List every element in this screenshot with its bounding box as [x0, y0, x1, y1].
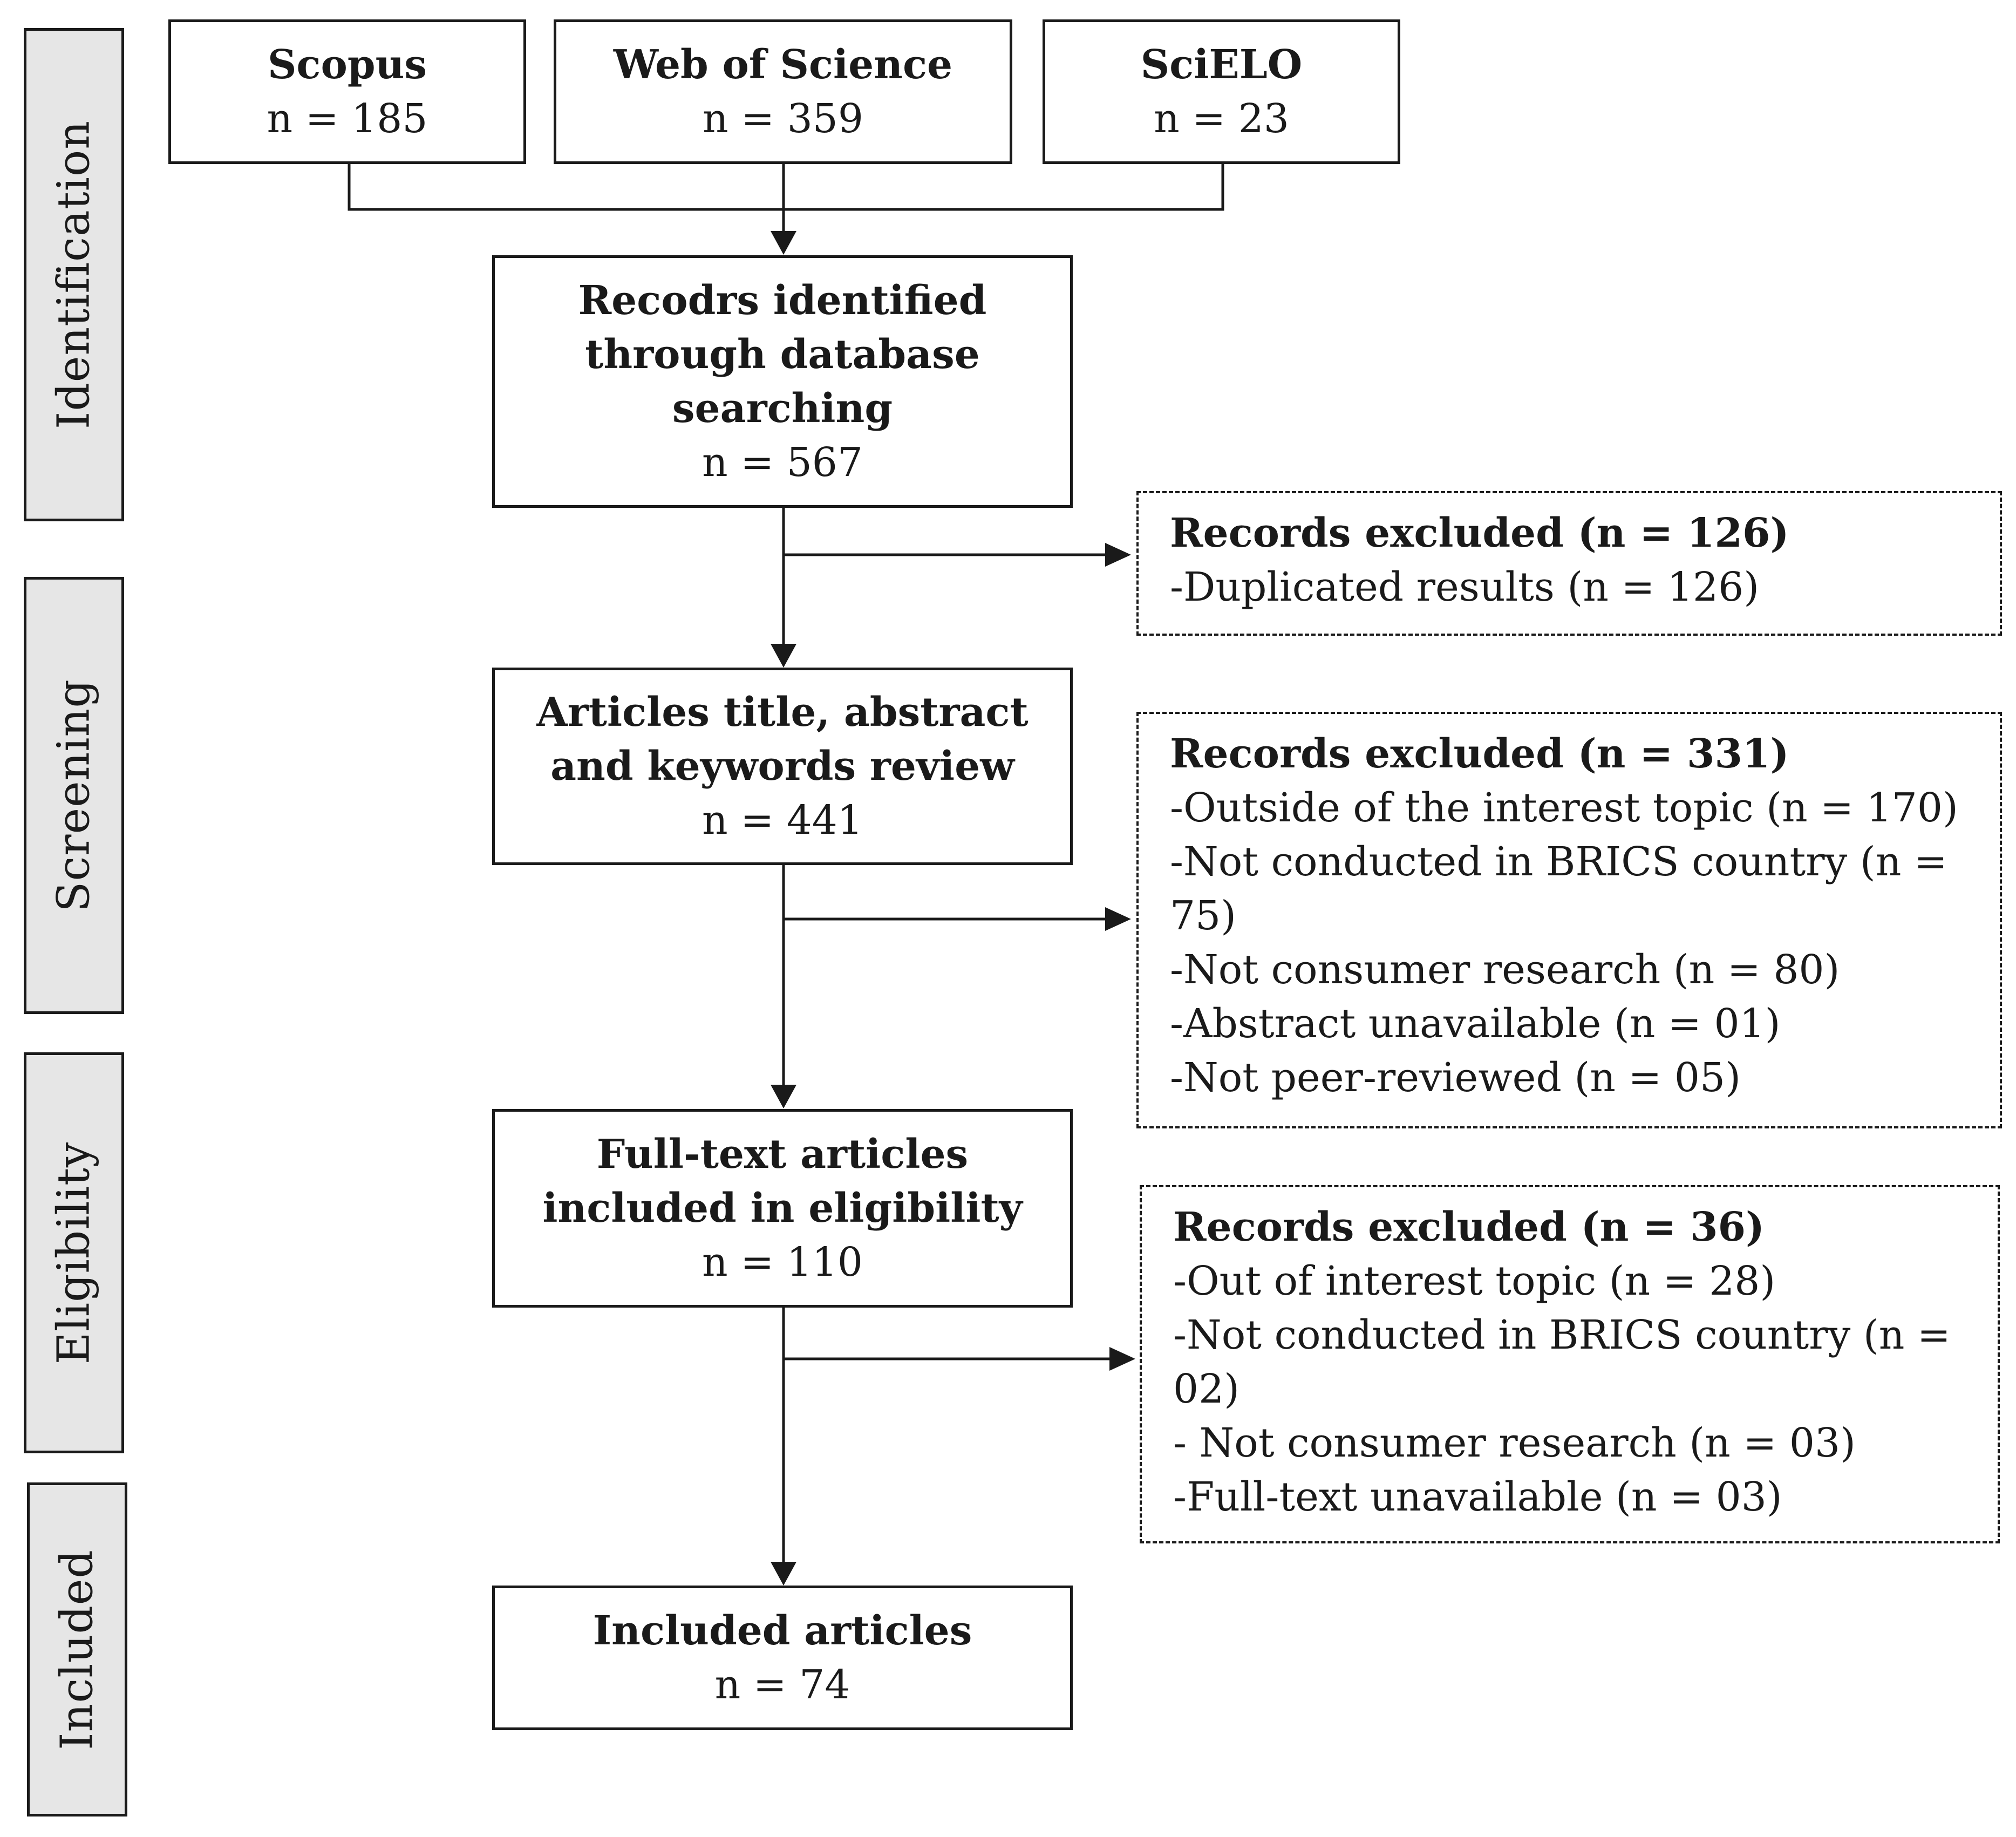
- exclusion-item: -Full-text unavailable (n = 03): [1173, 1474, 1782, 1520]
- exclusion-item: -Outside of the interest topic (n = 170): [1170, 785, 1958, 831]
- exclusion-heading: Records excluded (n = 331): [1170, 731, 1789, 777]
- stage-label: Screening: [48, 679, 100, 912]
- arrowhead-to-exclusion-3: [1109, 1347, 1135, 1371]
- exclusion-item: -Not conducted in BRICS country (n =: [1173, 1312, 1951, 1358]
- exclusion-item: -Not consumer research (n = 80): [1170, 947, 1840, 993]
- source-name: SciELO: [1140, 42, 1303, 88]
- source-box-scopus: Scopus n = 185: [168, 19, 526, 164]
- arrowhead-to-included: [771, 1562, 796, 1586]
- box-records-identified: Recodrs identified through database sear…: [492, 255, 1073, 508]
- arrowhead-to-identified: [771, 231, 796, 255]
- box-title-line: Full-text articles: [596, 1131, 969, 1178]
- source-count: n = 185: [267, 96, 428, 142]
- box-title-line: and keywords review: [550, 743, 1014, 790]
- box-title-line: through database: [585, 331, 980, 378]
- arrowhead-to-exclusion-2: [1105, 907, 1131, 931]
- stage-label: Included: [51, 1549, 103, 1750]
- box-title-line: searching: [672, 385, 893, 432]
- exclusion-item: -Not conducted in BRICS country (n =: [1170, 839, 1947, 885]
- box-count: n = 567: [702, 439, 863, 486]
- source-box-scielo: SciELO n = 23: [1043, 19, 1400, 164]
- arrowhead-to-exclusion-1: [1105, 543, 1131, 567]
- stage-label: Eligibility: [48, 1141, 100, 1364]
- arrowhead-to-eligibility: [771, 1085, 796, 1108]
- box-title-line: Articles title, abstract: [536, 689, 1029, 736]
- box-screening-review: Articles title, abstract and keywords re…: [492, 668, 1073, 865]
- box-count: n = 74: [714, 1662, 850, 1708]
- stage-included: Included: [27, 1482, 127, 1816]
- box-included-articles: Included articles n = 74: [492, 1586, 1073, 1730]
- source-box-web-of-science: Web of Science n = 359: [554, 19, 1012, 164]
- stage-eligibility: Eligibility: [24, 1052, 124, 1453]
- box-count: n = 441: [702, 797, 863, 843]
- exclusion-heading: Records excluded (n = 36): [1173, 1204, 1765, 1250]
- exclusion-box-duplicates: Records excluded (n = 126) -Duplicated r…: [1136, 491, 2002, 636]
- source-count: n = 359: [703, 96, 863, 142]
- exclusion-item: -Out of interest topic (n = 28): [1173, 1258, 1776, 1304]
- box-count: n = 110: [702, 1239, 863, 1285]
- box-title-line: included in eligibility: [542, 1185, 1023, 1232]
- stage-label: Identification: [48, 120, 100, 430]
- merge-line: [348, 163, 1224, 211]
- source-name: Scopus: [267, 42, 427, 88]
- box-title-line: Included articles: [592, 1608, 972, 1654]
- exclusion-box-eligibility: Records excluded (n = 36) -Out of intere…: [1140, 1185, 2000, 1543]
- source-name: Web of Science: [613, 42, 953, 88]
- exclusion-item-continuation: 75): [1170, 893, 1237, 939]
- exclusion-item: -Duplicated results (n = 126): [1170, 564, 1760, 610]
- exclusion-item-continuation: 02): [1173, 1366, 1240, 1412]
- box-title-line: Recodrs identified: [578, 277, 987, 324]
- arrowhead-to-screening: [771, 644, 796, 668]
- exclusion-item: -Abstract unavailable (n = 01): [1170, 1001, 1781, 1047]
- stage-screening: Screening: [24, 577, 124, 1014]
- exclusion-box-screening: Records excluded (n = 331) -Outside of t…: [1136, 712, 2002, 1128]
- stage-identification: Identification: [24, 28, 124, 521]
- exclusion-item: - Not consumer research (n = 03): [1173, 1420, 1856, 1466]
- exclusion-item: -Not peer-reviewed (n = 05): [1170, 1054, 1741, 1101]
- exclusion-heading: Records excluded (n = 126): [1170, 510, 1789, 556]
- box-full-text-eligibility: Full-text articles included in eligibili…: [492, 1109, 1073, 1308]
- source-count: n = 23: [1154, 96, 1289, 142]
